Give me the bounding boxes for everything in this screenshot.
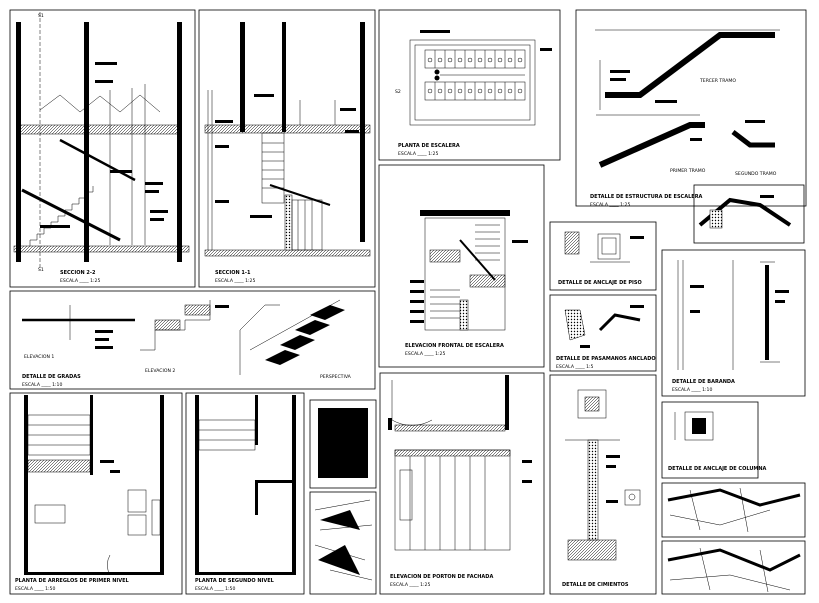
panel-frame <box>549 374 657 595</box>
panel-scale: ESCALA ____ 1:25 <box>390 582 430 588</box>
panel-frame <box>9 392 183 595</box>
panel-frame <box>661 540 806 595</box>
panel-scale: ESCALA ____ 1:50 <box>15 586 55 592</box>
panel-scale: ESCALA ____ 1:25 <box>398 151 438 157</box>
label-elevacion-1: ELEVACION 1 <box>24 354 54 360</box>
photo-detail-bottom-left <box>309 491 377 595</box>
panel-frame <box>661 482 806 538</box>
label-primer-tramo: PRIMER TRAMO <box>670 168 706 174</box>
panel-title: SECCION 2-2 <box>60 270 96 276</box>
panel-frame <box>661 401 759 479</box>
panel-title: DETALLE DE BARANDA <box>672 379 735 385</box>
panel-frame <box>379 372 545 595</box>
panel-frame <box>549 294 657 372</box>
panel-title: PLANTA DE ARREGLOS DE PRIMER NIVEL <box>15 578 130 584</box>
panel-frame <box>378 9 561 161</box>
panel-gradas: ELEVACION 1 ELEVACION 2 PERSPECTIVA DETA… <box>9 290 376 390</box>
panel-title: DETALLE DE CIMIENTOS <box>562 582 629 588</box>
panel-cimientos: DETALLE DE CIMIENTOS <box>549 374 657 595</box>
panel-seccion-1-1: SECCION 1-1 ESCALA ____ 1:25 <box>198 9 376 288</box>
panel-title: SECCION 1-1 <box>215 270 251 276</box>
panel-title: DETALLE DE ANCLAJE DE PISO <box>558 280 642 286</box>
panel-planta-primer: PLANTA DE ARREGLOS DE PRIMER NIVEL ESCAL… <box>9 392 183 595</box>
section-mark-s1-top: S1 <box>38 13 44 19</box>
label-perspectiva: PERSPECTIVA <box>320 374 352 380</box>
panel-scale: ESCALA ____ 1:25 <box>405 351 445 357</box>
panel-frame <box>198 9 376 288</box>
panel-title: ELEVACION FRONTAL DE ESCALERA <box>405 343 504 349</box>
panel-scale: ESCALA ____ 1:50 <box>195 586 235 592</box>
render-detail-1 <box>661 482 806 538</box>
panel-estructura-escalera: TERCER TRAMO PRIMER TRAMO SEGUNDO TRAMO … <box>575 9 807 208</box>
panel-frame <box>575 9 807 207</box>
panel-title: DETALLE DE GRADAS <box>22 374 81 380</box>
panel-title: ELEVACION DE PORTON DE FACHADA <box>390 574 493 580</box>
panel-title: DETALLE DE ANCLAJE DE COLUMNA <box>668 466 767 472</box>
panel-anclaje-columna: DETALLE DE ANCLAJE DE COLUMNA <box>661 401 767 479</box>
panel-scale: ESCALA ____ 1:25 <box>60 278 100 284</box>
panel-title: DETALLE DE PASAMANOS ANCLADO <box>556 356 656 362</box>
panel-title: PLANTA DE ESCALERA <box>398 143 460 149</box>
panel-frame <box>9 290 376 390</box>
stair-steps-plan <box>424 49 526 101</box>
label-segundo-tramo: SEGUNDO TRAMO <box>735 171 777 177</box>
panel-baranda: DETALLE DE BARANDA ESCALA ____ 1:10 <box>661 249 806 397</box>
panel-scale: ESCALA ____ 1:5 <box>556 364 594 370</box>
render-detail-2 <box>661 540 806 595</box>
panel-planta-escalera: S2 PLANTA DE ESCALERA ESCALA ____ 1:25 <box>378 9 561 161</box>
panel-frame <box>661 249 806 397</box>
panel-title: PLANTA DE SEGUNDO NIVEL <box>195 578 275 584</box>
panel-frame <box>185 392 305 595</box>
panel-detalle-angulo <box>693 184 805 244</box>
label-elevacion-2: ELEVACION 2 <box>145 368 175 374</box>
stair-perspective <box>239 299 345 375</box>
panel-frame <box>378 164 545 368</box>
panel-anclaje-piso: DETALLE DE ANCLAJE DE PISO <box>549 221 657 291</box>
panel-scale: ESCALA ____ 1:25 <box>590 202 630 208</box>
panel-seccion-2-2: S1 S1 SECCION 2-2 ESCALA ____ 1:25 <box>9 9 196 288</box>
panel-scale: ESCALA ____ 1:10 <box>22 382 62 388</box>
section-mark-s1-bottom: S1 <box>38 267 44 273</box>
section-mark-s2: S2 <box>395 89 401 95</box>
panel-frame <box>309 491 377 595</box>
panel-frame <box>549 221 657 291</box>
panel-pasamanos: DETALLE DE PASAMANOS ANCLADO ESCALA ____… <box>549 294 657 372</box>
panel-scale: ESCALA ____ 1:10 <box>672 387 712 393</box>
panel-elevacion-frontal: ELEVACION FRONTAL DE ESCALERA ESCALA ___… <box>378 164 545 368</box>
label-tercer-tramo: TERCER TRAMO <box>699 78 736 84</box>
panel-planta-segundo: PLANTA DE SEGUNDO NIVEL ESCALA ____ 1:50 <box>185 392 305 595</box>
notes-block <box>309 399 377 489</box>
panel-scale: ESCALA ____ 1:25 <box>215 278 255 284</box>
panel-frame <box>9 9 196 288</box>
panel-frame <box>309 399 377 489</box>
panel-title: DETALLE DE ESTRUCTURA DE ESCALERA <box>590 194 703 200</box>
panel-frame <box>693 184 805 244</box>
panel-portones: ELEVACION DE PORTON DE FACHADA ESCALA __… <box>379 372 545 595</box>
